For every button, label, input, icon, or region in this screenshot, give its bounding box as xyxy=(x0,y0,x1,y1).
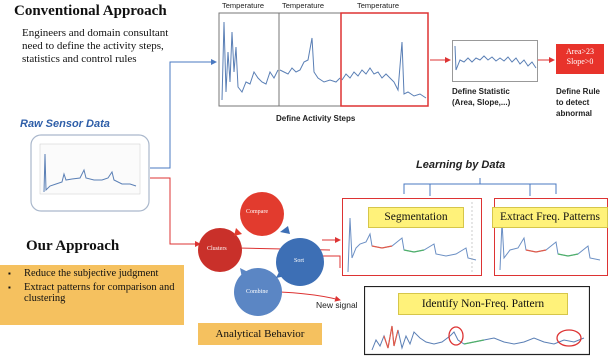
rule-line-2: Slope>0 xyxy=(566,57,594,66)
non-freq-label: Identify Non-Freq. Pattern xyxy=(398,293,568,315)
our-approach-title: Our Approach xyxy=(26,238,120,254)
circle-label-compare: Compare xyxy=(246,209,268,215)
analytical-behavior: Analytical Behavior xyxy=(198,323,322,345)
analytics-circles xyxy=(198,192,324,316)
bullet-2: Extract patterns for comparison and clus… xyxy=(8,282,184,305)
temp-label-2: Temperature xyxy=(282,1,325,10)
activity-steps-chart xyxy=(218,12,429,107)
statistic-caption-2: (Area, Slope,...) xyxy=(452,98,511,107)
rule-caption-2: to detect xyxy=(556,98,590,107)
raw-sensor-thumbnail xyxy=(30,134,150,212)
conventional-description: Engineers and domain consultant need to … xyxy=(22,27,169,65)
circle-label-sort: Sort xyxy=(294,258,305,264)
statistic-caption-1: Define Statistic xyxy=(452,87,510,96)
our-approach-bullets: Reduce the subjective judgment Extract p… xyxy=(0,265,184,325)
extract-label: Extract Freq. Patterns xyxy=(492,207,608,228)
conventional-title: Conventional Approach xyxy=(14,3,167,19)
circle-label-combine: Combine xyxy=(246,289,268,295)
temp-label-1: Temperature xyxy=(222,1,265,10)
raw-sensor-title: Raw Sensor Data xyxy=(20,118,110,130)
temp-label-3: Temperature xyxy=(357,1,400,10)
activity-caption: Define Activity Steps xyxy=(276,114,356,123)
rule-box: Area>23 Slope>0 xyxy=(556,44,604,74)
statistic-chart xyxy=(452,40,538,82)
rule-caption-1: Define Rule xyxy=(556,87,601,96)
circle-label-clusters: Clusters xyxy=(207,246,227,252)
rule-line-1: Area>23 xyxy=(565,47,595,56)
new-signal-label: New signal xyxy=(316,300,358,310)
learning-title: Learning by Data xyxy=(416,159,506,171)
segmentation-label: Segmentation xyxy=(368,207,464,228)
rule-caption-3: abnormal xyxy=(556,109,593,118)
bullet-1: Reduce the subjective judgment xyxy=(8,268,184,280)
